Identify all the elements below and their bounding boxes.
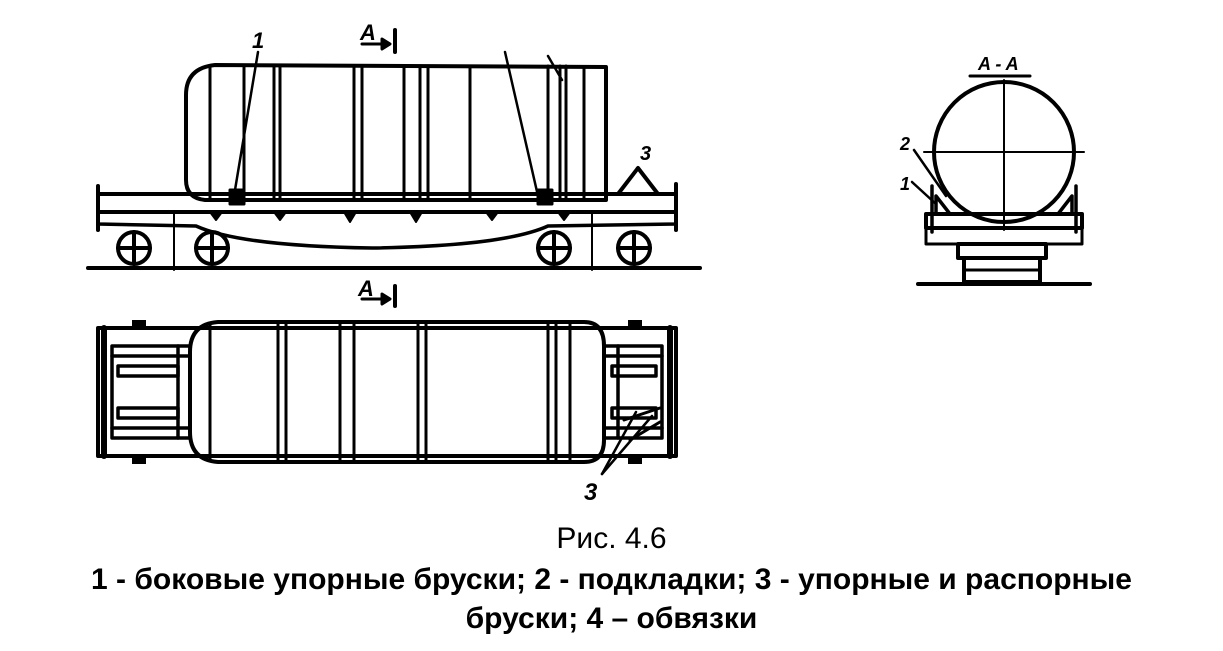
section-callout-2: 2 — [899, 134, 910, 154]
plan-cargo-bands — [208, 320, 572, 464]
section-mark-bottom-label: A — [357, 276, 374, 301]
figure-legend-line-2: бруски; 4 – обвязки — [465, 602, 758, 635]
section-marker-top — [360, 28, 397, 54]
section-callout-1: 1 — [900, 174, 910, 194]
side-frame — [96, 210, 678, 250]
plan-right-supports — [602, 344, 664, 442]
section-bogie — [956, 242, 1048, 260]
side-tie-wires — [232, 50, 564, 198]
section-marker-bottom — [360, 284, 397, 308]
side-deck — [96, 192, 678, 214]
side-cargo-body — [184, 63, 608, 202]
plan-callout-3-leaders — [600, 410, 654, 476]
side-callout-1: 1 — [252, 28, 264, 53]
side-cargo-bands — [208, 64, 586, 200]
figure-legend-line-1: 1 - боковые упорные бруски; 2 - подкладк… — [91, 563, 1132, 596]
section-mark-top-label: A — [359, 20, 376, 45]
plan-stake-pockets — [132, 320, 642, 464]
plan-callout-3: 3 — [584, 479, 598, 506]
figure-title: Рис. 4.6 — [556, 522, 667, 555]
section-title: A - A — [977, 54, 1019, 74]
side-stop-bar — [616, 166, 660, 196]
plan-left-supports — [110, 344, 192, 440]
side-callout-3: 3 — [640, 143, 651, 165]
side-wheels — [116, 230, 652, 266]
plan-deck — [96, 326, 678, 458]
side-view: A A 1 3 — [86, 20, 702, 308]
section-view: A - A 2 1 — [899, 54, 1092, 286]
side-fasteners — [209, 211, 571, 223]
plan-cargo-body — [188, 320, 606, 464]
plan-view: 3 — [96, 320, 678, 506]
